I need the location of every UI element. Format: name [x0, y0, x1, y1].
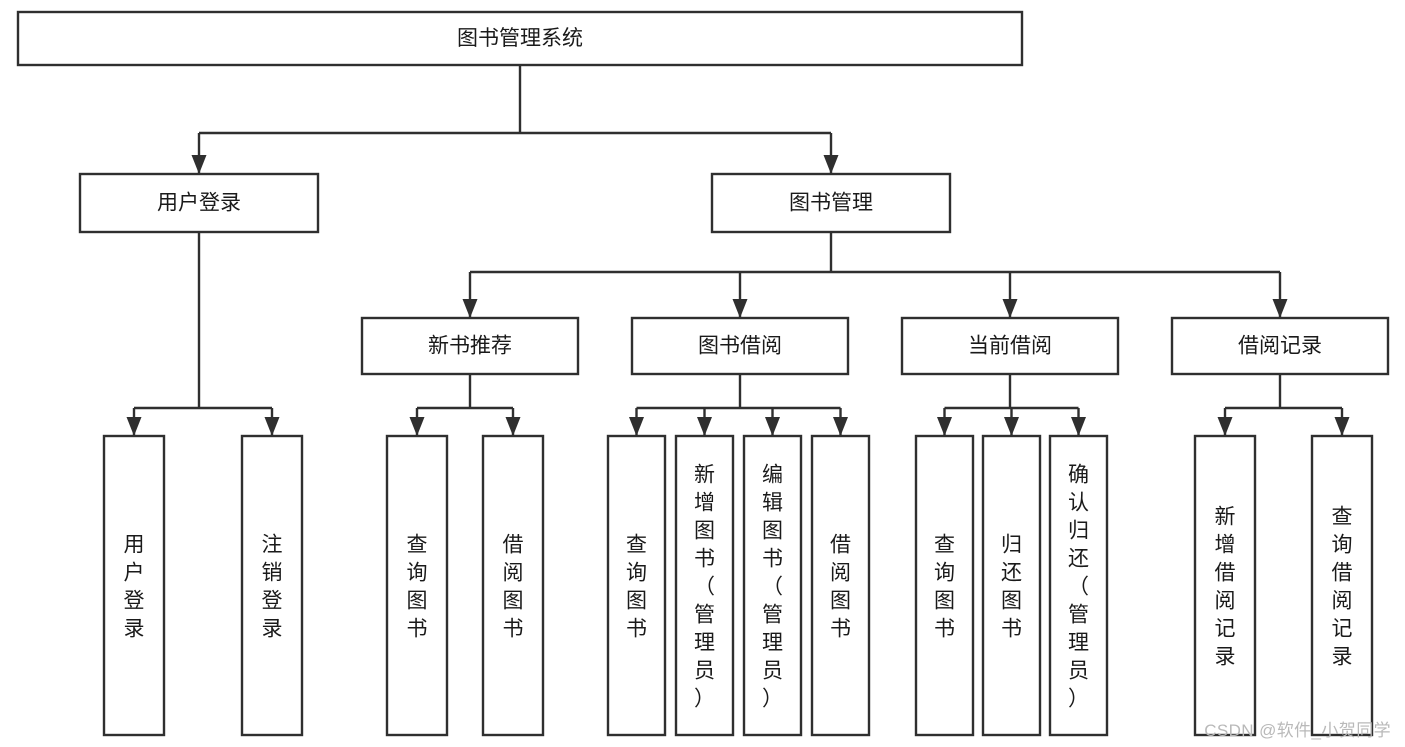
arrowhead-icon	[937, 417, 952, 436]
arrowhead-icon	[1071, 417, 1086, 436]
node-label: 借阅图书	[503, 534, 524, 641]
node-book-borrow[interactable]: 图书借阅	[630, 316, 850, 376]
node-box	[810, 434, 871, 737]
node-box	[481, 434, 545, 737]
node-label: 新增借阅记录	[1215, 506, 1236, 669]
node-box	[1048, 434, 1109, 737]
node-label: 用户登录	[157, 192, 241, 215]
node-label: 查询图书	[407, 534, 428, 641]
node-box	[1310, 434, 1374, 737]
node-box	[981, 434, 1042, 737]
arrowhead-icon	[732, 299, 748, 318]
node-label: 新书推荐	[428, 335, 512, 358]
node-label: 图书借阅	[698, 335, 782, 358]
node-leaf-query-borrow-record[interactable]: 查询借阅记录	[1310, 434, 1374, 737]
node-leaf-confirm-return-admin[interactable]: 确认归还（管理员）	[1048, 434, 1109, 737]
arrowhead-icon	[462, 299, 478, 318]
node-box	[630, 316, 850, 376]
node-box	[16, 10, 1024, 67]
arrowhead-icon	[1002, 299, 1018, 318]
node-label: 查询图书	[626, 534, 647, 641]
node-root[interactable]: 图书管理系统	[16, 10, 1024, 67]
node-box	[914, 434, 975, 737]
arrowhead-icon	[1004, 417, 1019, 436]
node-label: 新增图书（管理员）	[694, 464, 715, 711]
node-current-borrow[interactable]: 当前借阅	[900, 316, 1120, 376]
node-box	[360, 316, 580, 376]
arrowhead-icon	[126, 417, 142, 436]
connector-layer	[126, 65, 1350, 436]
node-leaf-query-book-rec[interactable]: 查询图书	[385, 434, 449, 737]
arrowhead-icon	[1217, 417, 1233, 436]
node-box	[674, 434, 735, 737]
node-box	[1193, 434, 1257, 737]
arrowhead-icon	[264, 417, 280, 436]
node-new-book-recommend[interactable]: 新书推荐	[360, 316, 580, 376]
arrowhead-icon	[765, 417, 780, 436]
node-borrow-record[interactable]: 借阅记录	[1170, 316, 1390, 376]
node-leaf-add-borrow-record[interactable]: 新增借阅记录	[1193, 434, 1257, 737]
node-leaf-user-login[interactable]: 用户登录	[102, 434, 166, 737]
node-box	[78, 172, 320, 234]
node-leaf-query-book-current[interactable]: 查询图书	[914, 434, 975, 737]
node-label: 借阅图书	[830, 534, 851, 641]
arrowhead-icon	[697, 417, 712, 436]
node-box	[385, 434, 449, 737]
node-label: 归还图书	[1001, 534, 1022, 641]
node-leaf-borrow-book[interactable]: 借阅图书	[810, 434, 871, 737]
node-label: 用户登录	[124, 534, 145, 641]
arrowhead-icon	[1272, 299, 1288, 318]
node-label: 图书管理系统	[457, 27, 583, 50]
arrowhead-icon	[833, 417, 848, 436]
node-leaf-logout[interactable]: 注销登录	[240, 434, 304, 737]
node-box	[900, 316, 1120, 376]
node-box	[102, 434, 166, 737]
node-label: 注销登录	[262, 534, 283, 641]
node-user-login[interactable]: 用户登录	[78, 172, 320, 234]
watermark-text: CSDN @软件_小贺同学	[1204, 721, 1391, 740]
node-label: 确认归还（管理员）	[1068, 464, 1089, 711]
node-layer: 图书管理系统用户登录图书管理新书推荐图书借阅当前借阅借阅记录用户登录注销登录查询…	[16, 10, 1390, 737]
node-leaf-query-book-borrow[interactable]: 查询图书	[606, 434, 667, 737]
node-box	[240, 434, 304, 737]
node-box	[710, 172, 952, 234]
node-label: 图书管理	[789, 192, 873, 215]
node-leaf-add-book-admin[interactable]: 新增图书（管理员）	[674, 434, 735, 737]
node-box	[742, 434, 803, 737]
node-label: 查询图书	[934, 534, 955, 641]
arrowhead-icon	[1334, 417, 1350, 436]
node-leaf-borrow-book-rec[interactable]: 借阅图书	[481, 434, 545, 737]
node-label: 当前借阅	[968, 335, 1052, 358]
node-box	[1170, 316, 1390, 376]
node-leaf-return-book[interactable]: 归还图书	[981, 434, 1042, 737]
arrowhead-icon	[505, 417, 521, 436]
node-leaf-edit-book-admin[interactable]: 编辑图书（管理员）	[742, 434, 803, 737]
arrowhead-icon	[823, 155, 839, 174]
arrowhead-icon	[191, 155, 207, 174]
arrowhead-icon	[629, 417, 644, 436]
node-label: 编辑图书（管理员）	[762, 464, 783, 711]
arrowhead-icon	[409, 417, 425, 436]
node-label: 查询借阅记录	[1332, 506, 1353, 669]
node-label: 借阅记录	[1238, 335, 1322, 358]
node-box	[606, 434, 667, 737]
node-book-manage[interactable]: 图书管理	[710, 172, 952, 234]
